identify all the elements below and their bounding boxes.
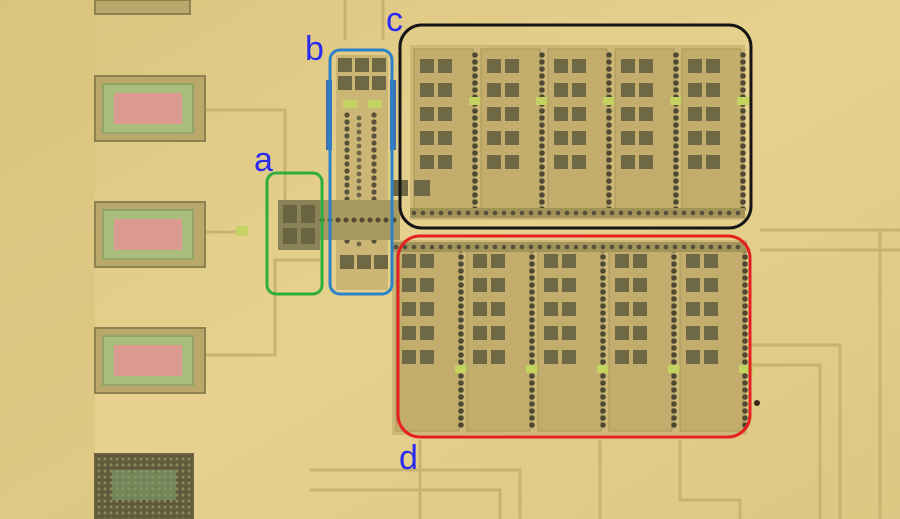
via-small	[236, 226, 248, 236]
label-d: d	[399, 439, 418, 477]
circuit-array-d	[392, 180, 753, 435]
highlight-box-b	[328, 48, 394, 296]
highlight-box-d	[396, 234, 752, 439]
circuit-array-c	[410, 45, 751, 220]
circuit-block-b	[319, 55, 400, 290]
left-margin	[0, 0, 95, 519]
highlight-box-c	[398, 23, 753, 230]
debris-speck	[754, 400, 760, 406]
label-a: a	[254, 141, 273, 179]
circuit-block-a	[278, 200, 320, 250]
highlight-box-a	[265, 171, 324, 296]
pad-top	[94, 0, 191, 15]
bond-pad-4	[94, 453, 194, 519]
bond-pad-3	[94, 327, 206, 394]
bond-pad-1	[94, 75, 206, 142]
routing-lines	[205, 0, 900, 519]
label-b: b	[305, 30, 324, 68]
bond-pad-2	[94, 201, 206, 268]
label-c: c	[386, 1, 403, 39]
